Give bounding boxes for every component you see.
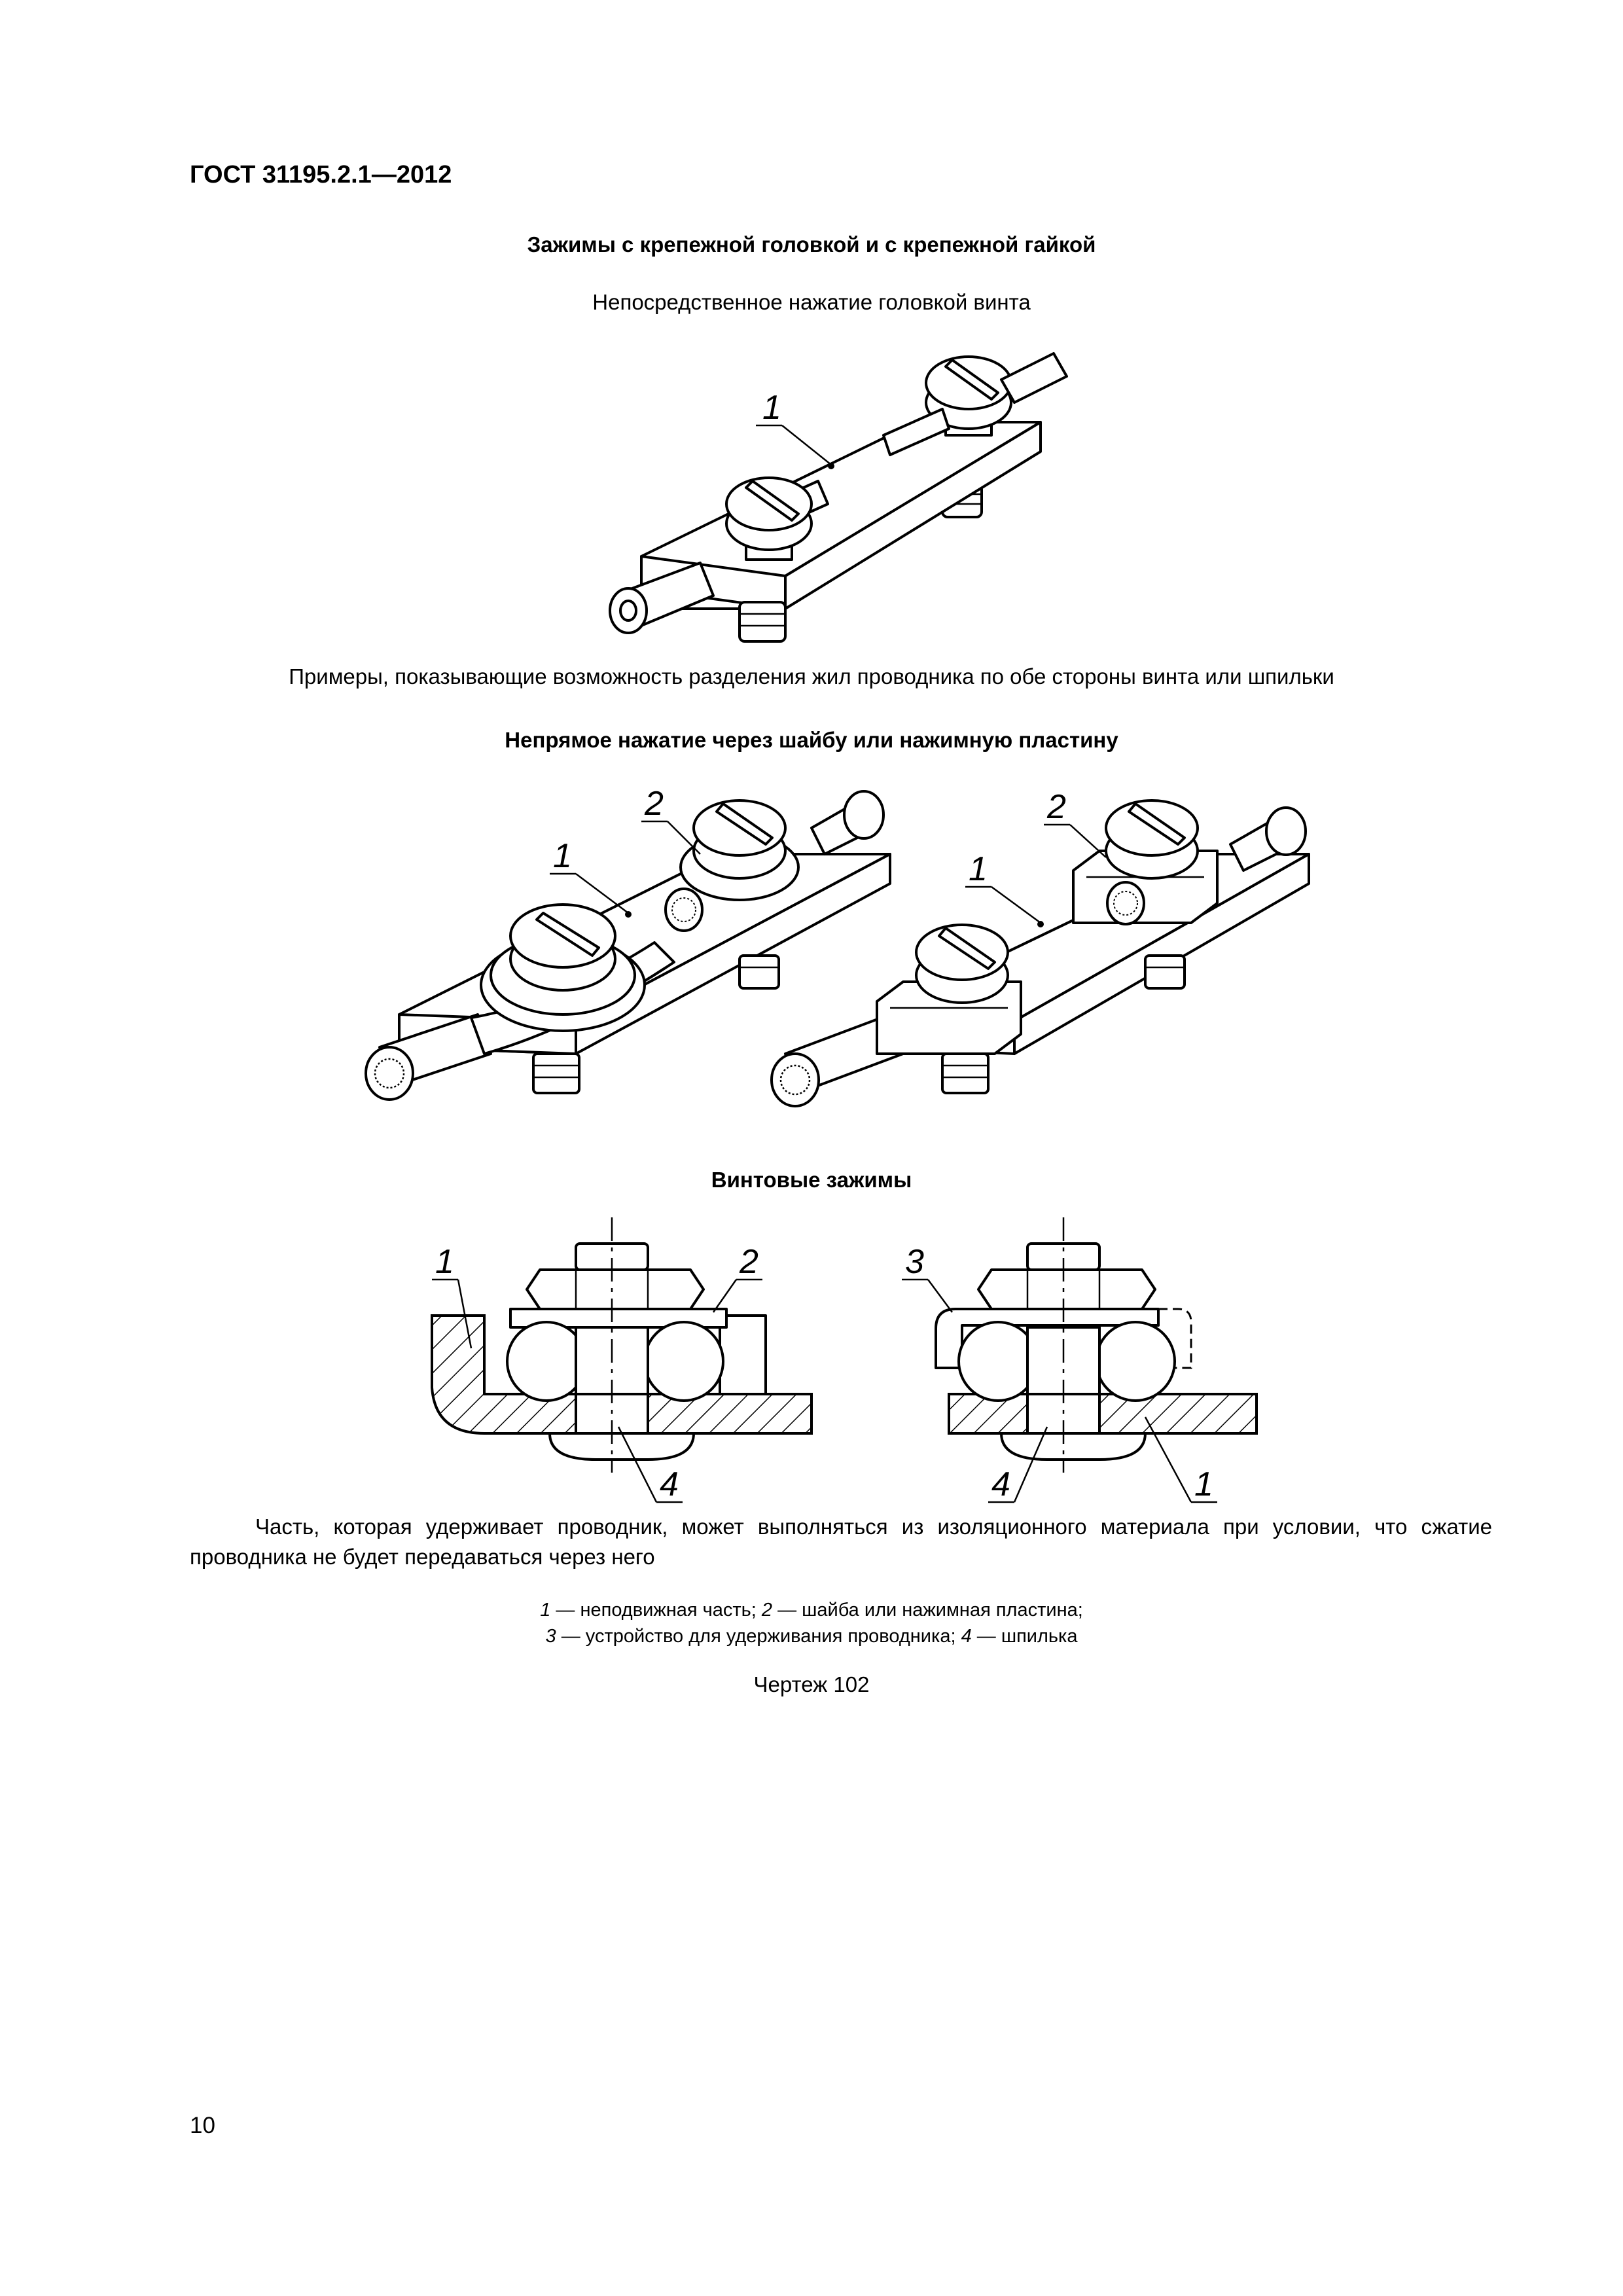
direct-pressure-terminal-drawing: 1: [609, 352, 1068, 643]
fig3l-label-2: 2: [739, 1243, 758, 1281]
section1-title: Зажимы с крепежной головкой и с крепежно…: [527, 232, 1096, 257]
legend: 1 — неподвижная часть; 2 — шайба или наж…: [0, 1597, 1623, 1649]
fig3r-label-1: 1: [1194, 1465, 1213, 1503]
section3-title: Винтовые зажимы: [711, 1168, 912, 1192]
legend-num: 1: [540, 1600, 551, 1621]
pressure-plate-terminal-drawing: 1 2: [770, 788, 1310, 1107]
fig2l-label-2: 2: [644, 785, 664, 823]
legend-line-2: 3 — устройство для удерживания проводник…: [0, 1623, 1623, 1649]
stud-bottom: [532, 954, 780, 1094]
fig3l-label-4: 4: [660, 1465, 679, 1503]
stud-bottom-right: [941, 954, 1186, 1094]
document-code: ГОСТ 31195.2.1—2012: [190, 161, 452, 188]
note-text: Часть, которая удерживает проводник, мож…: [190, 1515, 1492, 1569]
legend-text: — шайба или нажимная пластина;: [772, 1600, 1083, 1621]
plate-screw-left: [915, 924, 1009, 1004]
figure-caption: Чертеж 102: [753, 1672, 870, 1696]
fig3l-label-1: 1: [435, 1243, 454, 1281]
legend-num: 3: [545, 1626, 556, 1647]
examples-caption: Примеры, показывающие возможность раздел…: [289, 664, 1334, 689]
page-number: 10: [190, 2113, 215, 2138]
washer-screw-right: [664, 790, 885, 932]
screw-head-right: [882, 352, 1068, 456]
stud-terminal-section-left: 1 2 4: [431, 1217, 813, 1503]
legend-text: — устройство для удерживания проводника;: [556, 1626, 961, 1647]
screw-head-left: [725, 476, 813, 561]
note-paragraph: Часть, которая удерживает проводник, мож…: [190, 1512, 1492, 1572]
washer-terminal-drawing: 1 2: [365, 785, 891, 1101]
washer-screw-left: [480, 903, 646, 1032]
fig1-label-1: 1: [762, 389, 781, 427]
section1-subtitle: Непосредственное нажатие головкой винта: [592, 290, 1031, 314]
legend-num: 2: [761, 1600, 773, 1621]
legend-line-1: 1 — неподвижная часть; 2 — шайба или наж…: [0, 1597, 1623, 1623]
stud-terminal-section-right: 3 4 1: [902, 1217, 1258, 1503]
legend-num: 4: [961, 1626, 972, 1647]
fig2r-label-1: 1: [969, 850, 988, 888]
fig3r-label-4: 4: [991, 1465, 1010, 1503]
legend-text: — шпилька: [971, 1626, 1078, 1647]
section2-title: Непрямое нажатие через шайбу или нажимну…: [505, 728, 1118, 752]
stud-lower-left: [738, 601, 787, 643]
fig2l-label-1: 1: [553, 837, 572, 875]
plate-screw-right: [1105, 799, 1307, 880]
legend-text: — неподвижная часть;: [550, 1600, 762, 1621]
fig3r-label-3: 3: [905, 1243, 924, 1281]
fig2r-label-2: 2: [1046, 788, 1066, 826]
